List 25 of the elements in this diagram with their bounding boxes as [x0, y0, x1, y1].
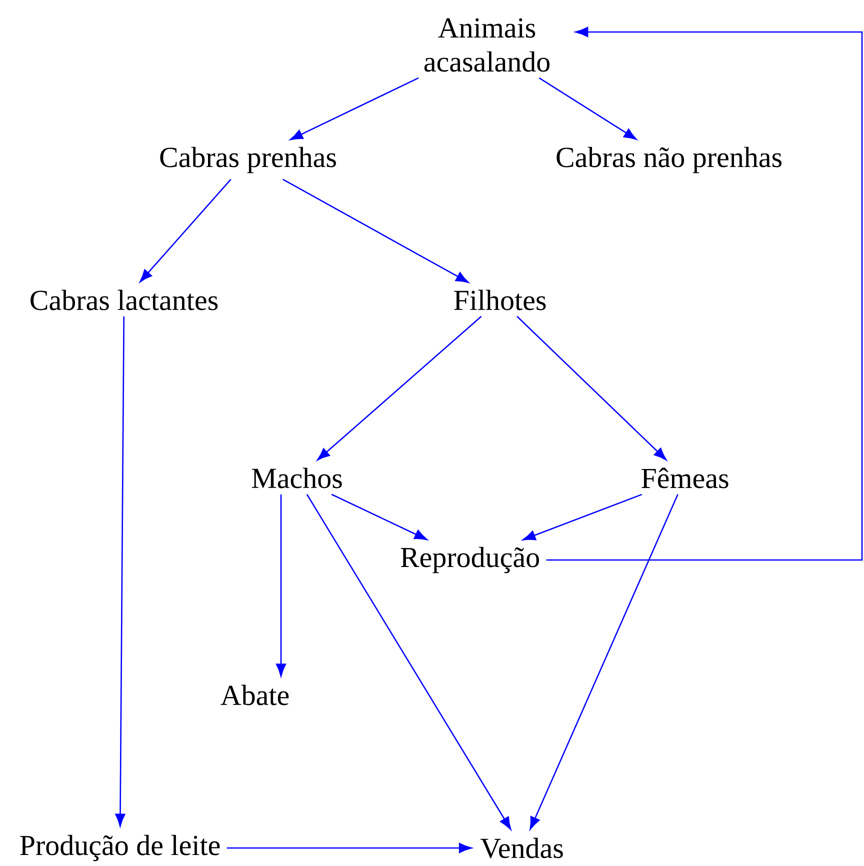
- node-label: Machos: [252, 468, 342, 488]
- node-label: Cabras não prenhas: [556, 146, 782, 174]
- arrow: [290, 77, 419, 140]
- arrow: [276, 494, 286, 676]
- arrow: [306, 494, 512, 830]
- arrow: [522, 494, 642, 540]
- node-label: Filhotes: [454, 290, 546, 310]
- node-label: Abate: [220, 684, 289, 706]
- arrow: [115, 316, 126, 827]
- arrow: [516, 316, 667, 460]
- arrow: [530, 494, 678, 830]
- node-label: Produção de leite: [20, 834, 220, 862]
- arrow: [546, 26, 863, 561]
- arrow: [538, 77, 637, 140]
- arrow: [140, 178, 232, 282]
- arrow: [226, 842, 472, 854]
- arrow: [282, 178, 469, 283]
- node-label: Reprodução: [400, 546, 539, 574]
- node-label: Animais acasalando: [424, 18, 550, 72]
- arrow: [331, 494, 428, 540]
- node-label: Vendas: [480, 838, 563, 858]
- node-label: Cabras lactantes: [30, 290, 218, 310]
- node-label: Fêmeas: [642, 468, 728, 488]
- arrow: [317, 316, 482, 460]
- node-label: Cabras prenhas: [160, 146, 336, 174]
